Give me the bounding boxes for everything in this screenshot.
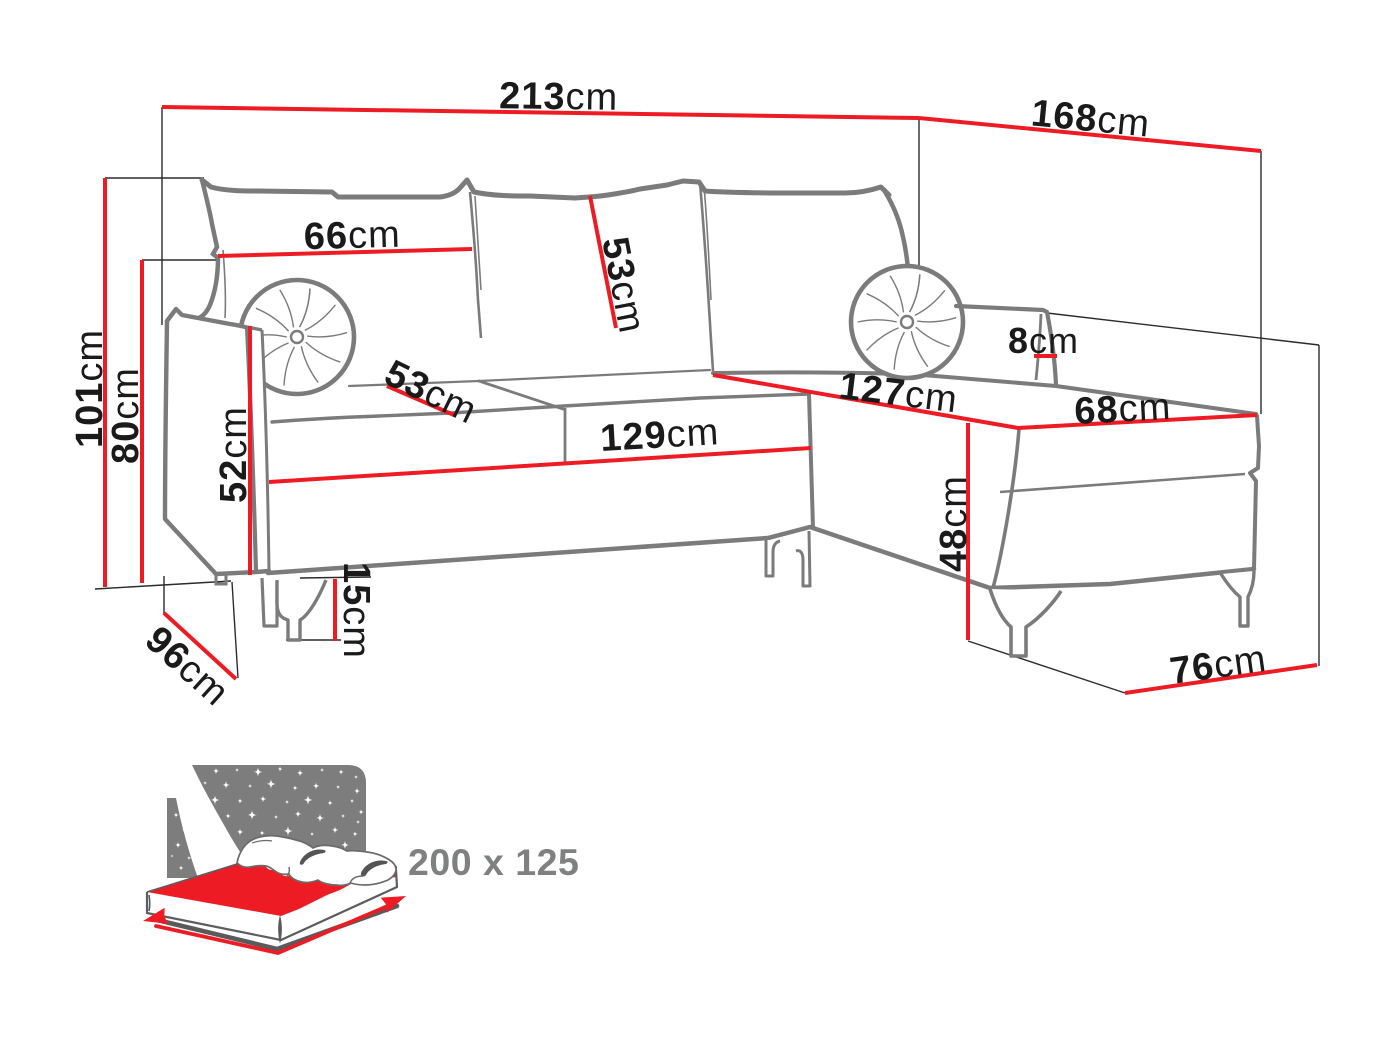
svg-text:66cm: 66cm [303,214,401,259]
svg-text:213cm: 213cm [499,75,619,119]
svg-text:52cm: 52cm [213,406,255,503]
svg-text:53cm: 53cm [593,234,653,337]
svg-text:15cm: 15cm [335,562,377,659]
svg-text:48cm: 48cm [933,475,975,572]
svg-text:76cm: 76cm [1167,638,1269,693]
svg-text:168cm: 168cm [1029,92,1152,145]
svg-text:127cm: 127cm [837,365,960,421]
svg-text:8cm: 8cm [1008,320,1079,361]
svg-text:68cm: 68cm [1073,386,1172,433]
svg-text:129cm: 129cm [599,411,720,460]
svg-text:101cm: 101cm [69,329,111,448]
svg-text:200 x 125: 200 x 125 [408,841,579,883]
svg-text:80cm: 80cm [105,367,147,464]
